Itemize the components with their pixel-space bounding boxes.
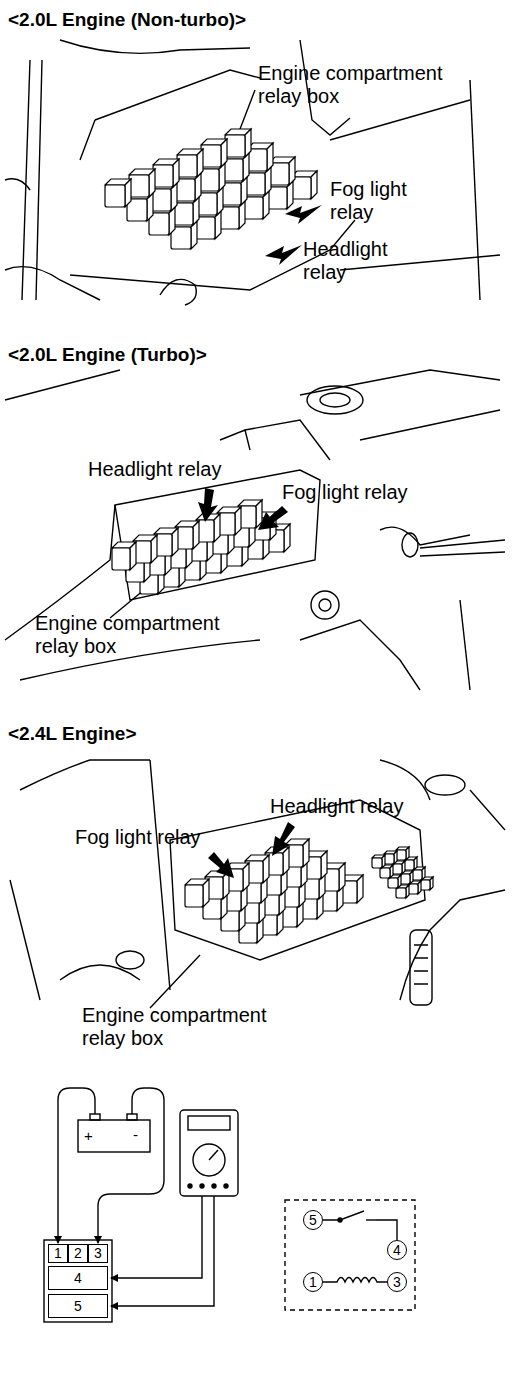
relay-grid: [105, 129, 433, 943]
part-label: Headlight relay: [270, 795, 403, 818]
pin-number: 1: [54, 1246, 62, 1261]
relay-pin-cell: 4: [48, 1266, 108, 1290]
terminal-circle: 3: [387, 1272, 407, 1292]
part-label: Engine compartment relay box: [35, 612, 260, 658]
part-label: Headlight relay: [88, 458, 221, 481]
pin-number: 3: [94, 1246, 102, 1261]
terminal-circle: 1: [303, 1272, 323, 1292]
pin-number: 5: [309, 1213, 317, 1228]
pin-number: 3: [393, 1275, 401, 1290]
relay-pin-cell: 5: [48, 1294, 108, 1318]
part-label: Fog light relay: [75, 826, 201, 849]
polarity-sign: +: [84, 1128, 93, 1144]
section-title: <2.4L Engine>: [8, 722, 136, 745]
relay-pin-cell: 1: [48, 1244, 68, 1263]
part-label: Engine compartment relay box: [82, 1004, 307, 1050]
pin-number: 4: [393, 1243, 401, 1258]
section-title: <2.0L Engine (Non-turbo)>: [8, 8, 246, 31]
pin-number: 4: [74, 1271, 82, 1286]
pin-number: 5: [74, 1299, 82, 1314]
relay-pin-cell: 2: [68, 1244, 88, 1263]
part-label: Fog light relay: [282, 481, 408, 504]
part-label: Engine compartment relay box: [258, 62, 483, 108]
pointer-arrows: [198, 205, 322, 878]
part-label: Headlight relay: [303, 238, 413, 284]
section-title: <2.0L Engine (Turbo)>: [8, 343, 207, 366]
pin-number: 1: [309, 1275, 317, 1290]
part-label: Fog light relay: [330, 178, 440, 224]
polarity-sign: -: [133, 1127, 138, 1143]
pin-number: 2: [74, 1246, 82, 1261]
terminal-circle: 4: [387, 1240, 407, 1260]
terminal-circle: 5: [303, 1210, 323, 1230]
relay-pin-cell: 3: [88, 1244, 108, 1263]
